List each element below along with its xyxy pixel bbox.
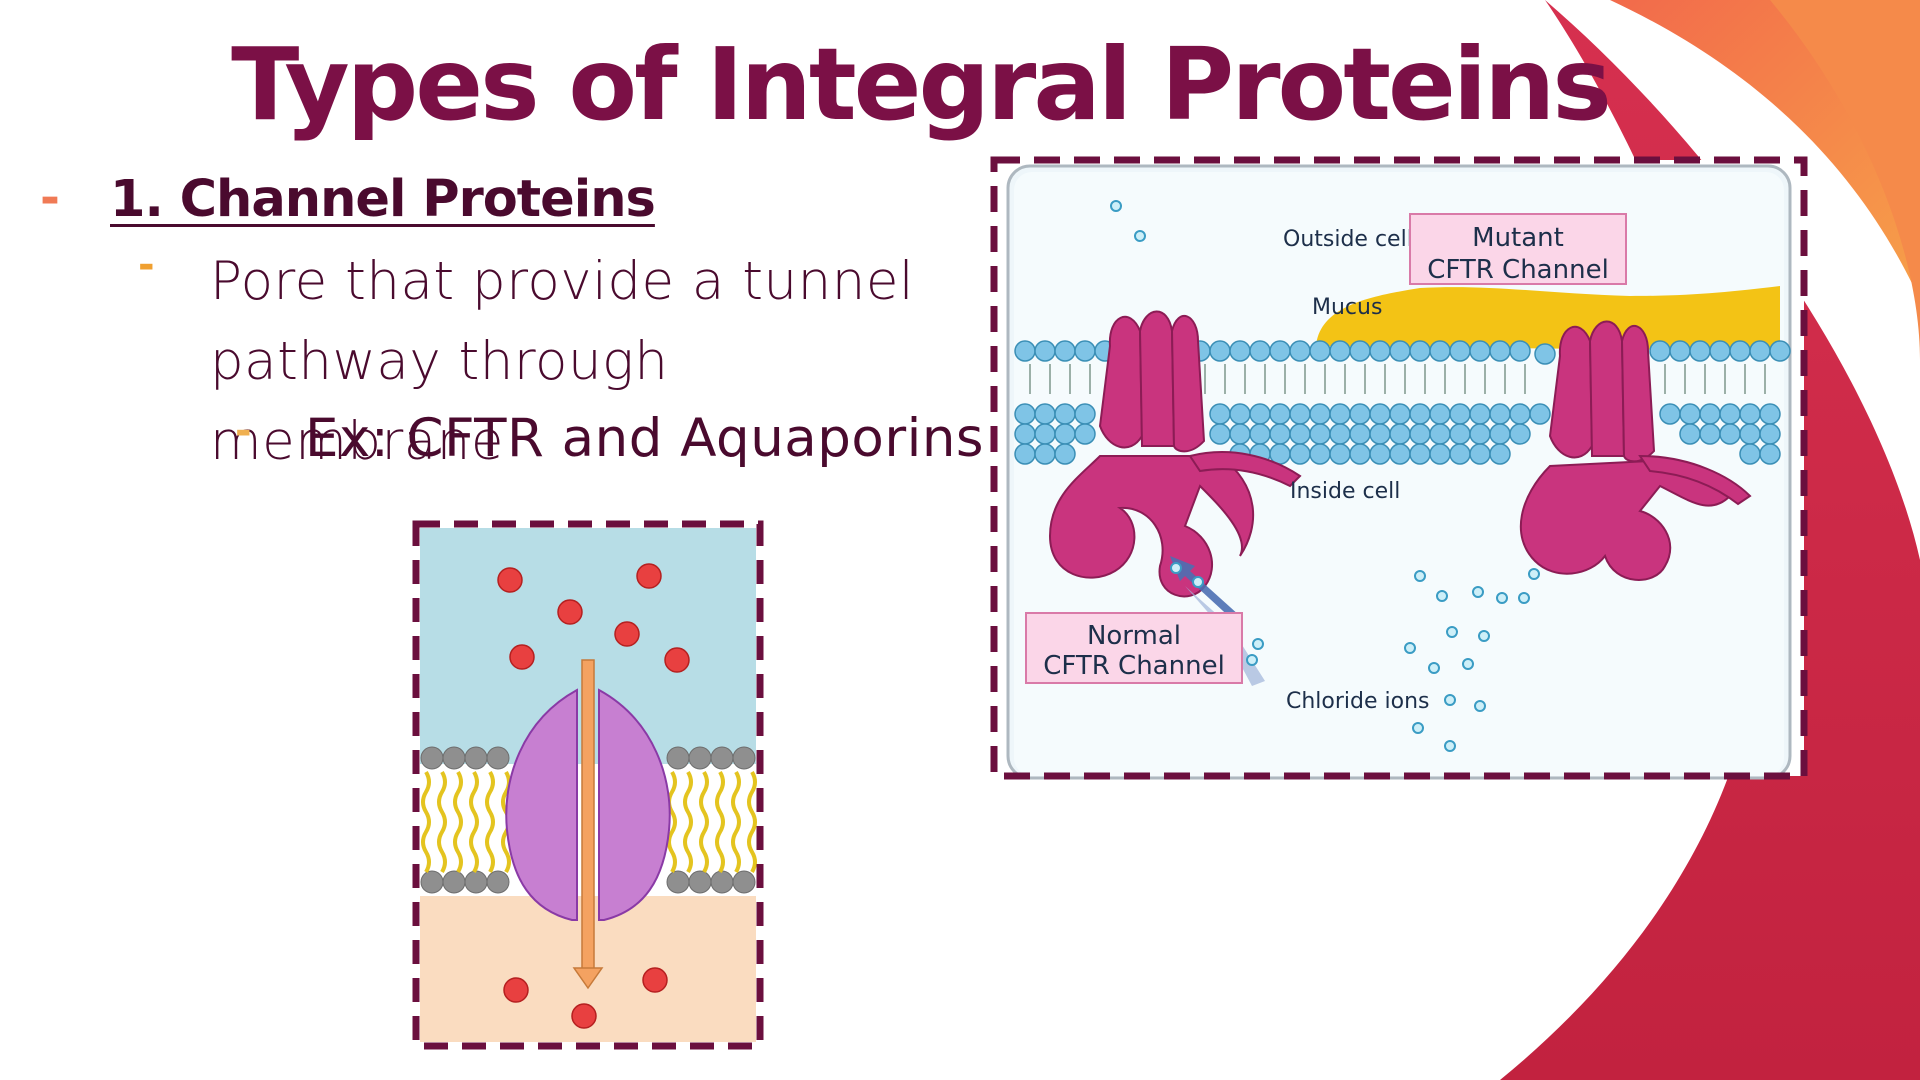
swoosh-dark — [1500, 0, 1920, 1080]
chloride-ions — [1110, 200, 1540, 752]
dash-bullet-icon: - — [235, 408, 252, 454]
arrow-to-normal — [1170, 556, 1265, 686]
dashed-frame — [990, 156, 1808, 780]
membrane-bottom-heads — [1014, 403, 1781, 465]
inside-cell-label: Inside cell — [1290, 479, 1400, 504]
solute-molecules — [497, 563, 690, 1029]
mucus-label: Mucus — [1312, 295, 1382, 320]
outside-cell-label: Outside cell — [1283, 227, 1413, 252]
dash-bullet-icon: - — [40, 170, 60, 226]
bullet-channel-proteins: 1. Channel Proteins — [110, 170, 656, 229]
chloride-ions-label: Chloride ions — [1286, 689, 1430, 714]
swoosh-mid — [1770, 0, 1920, 360]
normal-cftr-protein — [1048, 310, 1302, 598]
mutant-box-line1: Mutant — [1472, 223, 1564, 253]
channel-protein — [505, 688, 671, 921]
bullet-level2: - Pore that provide a tunnel pathway thr… — [138, 242, 970, 482]
membrane-tails — [1029, 364, 1766, 394]
normal-box-line2: CFTR Channel — [1043, 651, 1225, 681]
bullet-level1: - 1. Channel Proteins — [40, 170, 656, 229]
flow-arrow — [572, 659, 604, 990]
membrane-top-heads — [1014, 340, 1791, 365]
slide-title: Types of Integral Proteins — [231, 26, 1612, 143]
cftr-channel-figure: Outside cell Mucus Inside cell Chloride … — [990, 156, 1808, 780]
mutant-cftr-box: Mutant CFTR Channel — [1409, 213, 1627, 285]
lipid-tails — [421, 770, 757, 874]
bullet-level3: - Ex: CFTR and Aquaporins — [235, 408, 985, 469]
dash-bullet-icon: - — [138, 242, 155, 288]
lipid-heads-top — [420, 746, 756, 770]
mutant-box-line2: CFTR Channel — [1427, 255, 1609, 285]
channel-protein-figure — [412, 520, 764, 1050]
mucus — [1316, 286, 1780, 351]
mutant-cftr-protein — [1519, 320, 1752, 581]
normal-box-line1: Normal — [1087, 621, 1181, 651]
dashed-frame — [412, 520, 764, 1050]
bullet-example: Ex: CFTR and Aquaporins — [305, 408, 985, 469]
lipid-heads-bottom — [420, 870, 756, 894]
normal-cftr-box: Normal CFTR Channel — [1025, 612, 1243, 684]
bullet-pore-description: Pore that provide a tunnel pathway throu… — [210, 251, 915, 472]
